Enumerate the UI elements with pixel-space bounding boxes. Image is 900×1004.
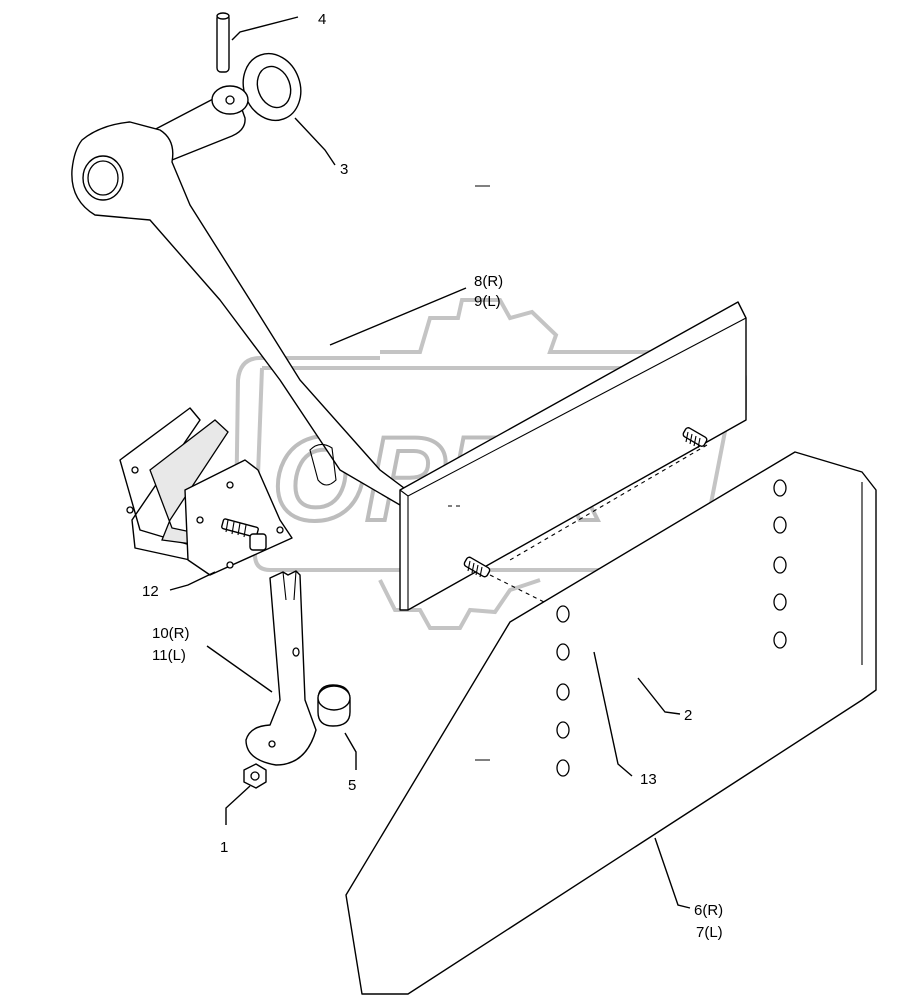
part-4-pin xyxy=(216,12,230,73)
part-10-11-latch xyxy=(245,570,317,766)
leader-10-11 xyxy=(206,645,273,693)
callout-9-label: 9(L) xyxy=(474,293,501,310)
lever-arm xyxy=(71,85,421,513)
part-1-nut xyxy=(243,763,267,789)
callout-13: 13 xyxy=(640,771,657,788)
callout-10-label: 10(R) xyxy=(152,625,190,642)
callout-12: 12 xyxy=(142,583,159,600)
part-5-cap xyxy=(317,684,351,727)
stud-upper xyxy=(682,427,708,449)
part-8-9-plate xyxy=(399,301,747,611)
callout-11-label: 11(L) xyxy=(152,647,186,664)
callout-6-label: 6(R) xyxy=(694,902,723,919)
callout-4: 4 xyxy=(318,11,326,28)
leader-4 xyxy=(231,16,299,41)
leader-1 xyxy=(225,785,251,825)
callout-7-label: 7(L) xyxy=(696,924,723,941)
leader-3 xyxy=(294,117,336,166)
callout-5: 5 xyxy=(348,777,356,794)
leader-5 xyxy=(344,732,357,770)
callout-3: 3 xyxy=(340,161,348,178)
callout-8-label: 8(R) xyxy=(474,273,503,290)
leader-lines xyxy=(169,16,691,909)
leader-2 xyxy=(637,677,681,715)
leader-8-9 xyxy=(329,287,467,346)
part-12-bracket xyxy=(119,407,293,576)
part-3-washer xyxy=(242,52,302,122)
part-6-7-side-panel xyxy=(345,451,877,995)
leader-13 xyxy=(593,651,633,777)
tick-marks xyxy=(448,185,490,761)
stud-lower xyxy=(463,556,491,578)
callout-1: 1 xyxy=(220,839,228,856)
callout-2: 2 xyxy=(684,707,692,724)
leader-12 xyxy=(169,571,216,591)
leader-6-7 xyxy=(654,837,691,909)
